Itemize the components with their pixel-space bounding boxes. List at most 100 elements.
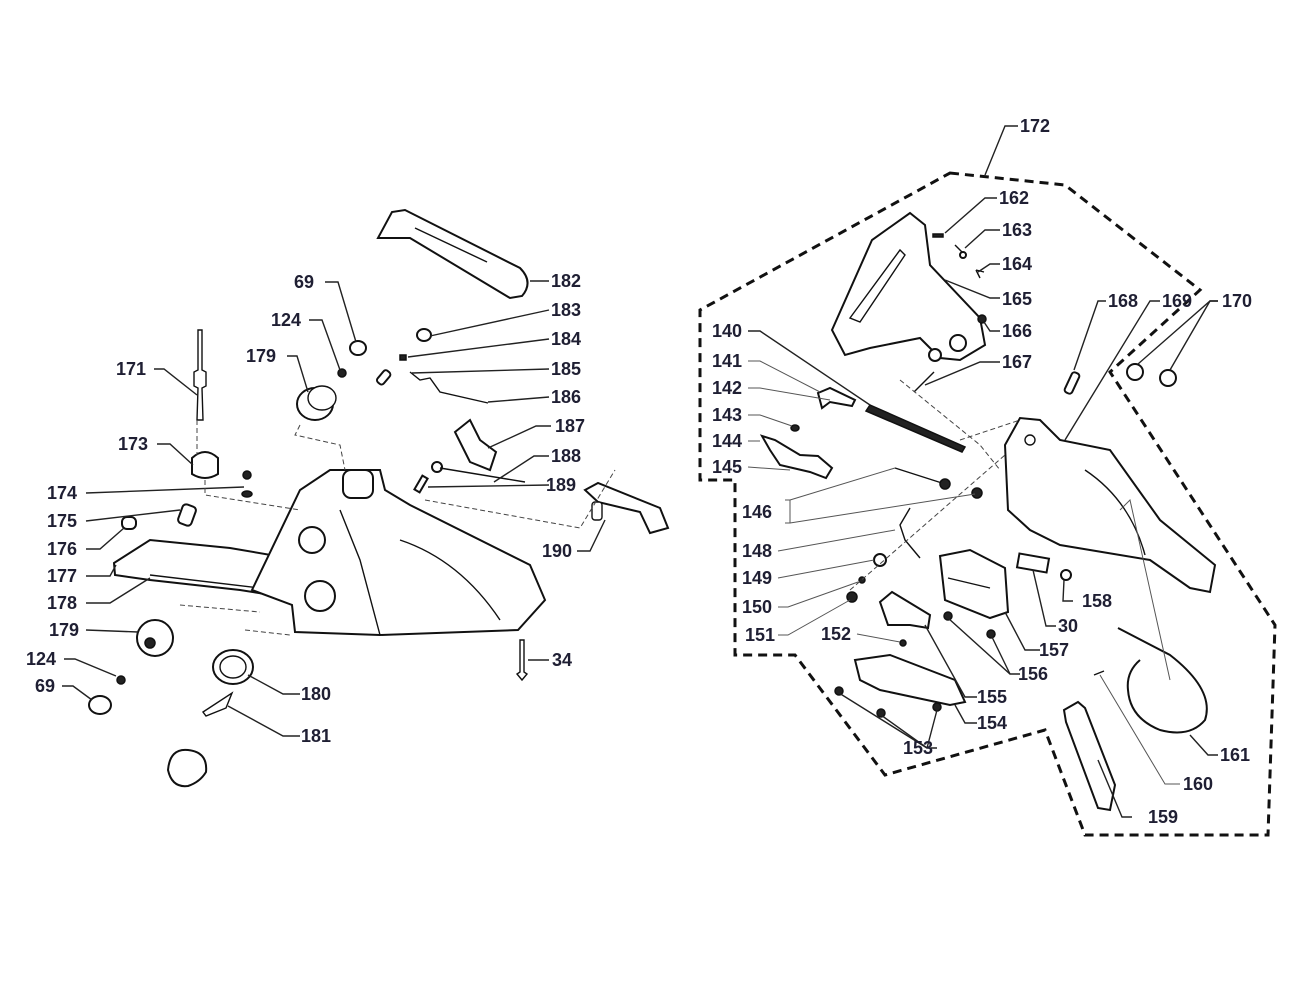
leader-lines [62, 125, 1218, 818]
label-124-lower: 124 [26, 649, 56, 669]
label-183: 183 [551, 300, 581, 320]
part-69-upper [349, 340, 367, 356]
label-156: 156 [1018, 664, 1048, 684]
part-189 [413, 474, 429, 494]
part-170a-nut [1126, 363, 1144, 381]
label-144: 144 [712, 431, 742, 451]
part-174 [242, 470, 252, 480]
part-170b-nut [1159, 369, 1177, 387]
housing-port-lower [304, 580, 336, 612]
part-190-grip [591, 501, 603, 521]
housing-port-upper [298, 526, 326, 554]
part-186-spring-wire [409, 371, 489, 404]
label-165: 165 [1002, 289, 1032, 309]
part-153-screw-c [932, 702, 942, 712]
right-assembly [698, 171, 1277, 837]
part-153-screw-b [876, 708, 886, 718]
part-161-spring [1117, 627, 1208, 734]
label-145: 145 [712, 457, 742, 477]
part-fuel-cap [166, 748, 208, 788]
label-176: 176 [47, 539, 77, 559]
part-171-rod [193, 329, 207, 421]
part-124-lower [116, 675, 126, 685]
part-174b [241, 490, 253, 498]
label-159: 159 [1148, 807, 1178, 827]
label-34: 34 [552, 650, 572, 670]
label-141: 141 [712, 351, 742, 371]
label-170: 170 [1222, 291, 1252, 311]
part-180-inner [219, 655, 247, 679]
part-151 [846, 591, 858, 603]
part-179-lower-hole [144, 637, 156, 649]
part-179-lower [136, 619, 174, 657]
label-150: 150 [742, 597, 772, 617]
part-167 [913, 371, 935, 393]
part-175 [177, 503, 197, 527]
label-179-upper: 179 [246, 346, 276, 366]
label-158: 158 [1082, 591, 1112, 611]
part-152 [899, 639, 907, 647]
housing-inner-1 [339, 509, 381, 636]
label-157: 157 [1039, 640, 1069, 660]
housing-fuel-filler [342, 469, 374, 499]
part-146-washer-a [939, 478, 951, 490]
part-182-slot [414, 227, 488, 263]
part-144-145-lever [759, 434, 834, 480]
label-155: 155 [977, 687, 1007, 707]
part-34-bolt [515, 639, 529, 682]
label-161: 161 [1220, 745, 1250, 765]
housing-inner-2 [399, 539, 501, 621]
part-brake-housing-inner [1084, 469, 1146, 556]
part-155-plate [878, 590, 932, 630]
part-162 [932, 233, 944, 238]
label-174: 174 [47, 483, 77, 503]
part-178-rail [149, 574, 261, 589]
label-142: 142 [712, 378, 742, 398]
label-154: 154 [977, 713, 1007, 733]
part-182-handle-cover [376, 208, 529, 300]
part-158 [1060, 569, 1072, 581]
label-186: 186 [551, 387, 581, 407]
label-171: 171 [116, 359, 146, 379]
label-153: 153 [903, 738, 933, 758]
brake-housing-hole [1024, 434, 1036, 446]
label-69-upper: 69 [294, 272, 314, 292]
part-184 [399, 354, 407, 361]
group-172-boundary [698, 171, 1277, 837]
label-30: 30 [1058, 616, 1078, 636]
label-151: 151 [745, 625, 775, 645]
part-main-housing [250, 469, 547, 637]
part-181 [201, 691, 234, 717]
part-163-head [959, 251, 967, 259]
part-185 [376, 369, 392, 386]
label-146: 146 [742, 502, 772, 522]
part-140-rod [864, 404, 967, 453]
label-187: 187 [555, 416, 585, 436]
part-141-142-block [816, 386, 857, 410]
label-177: 177 [47, 566, 77, 586]
label-188: 188 [551, 446, 581, 466]
label-190: 190 [542, 541, 572, 561]
part-146-pin [894, 467, 946, 485]
part-154-guide [853, 653, 967, 707]
left-assembly [88, 208, 670, 788]
label-124-upper: 124 [271, 310, 301, 330]
label-149: 149 [742, 568, 772, 588]
label-69-lower: 69 [35, 676, 55, 696]
label-184: 184 [551, 329, 581, 349]
label-162: 162 [999, 188, 1029, 208]
label-189: 189 [546, 475, 576, 495]
label-148: 148 [742, 541, 772, 561]
part-157-slot [947, 577, 991, 589]
part-190-handle [583, 481, 670, 535]
part-146-washer-b [971, 487, 983, 499]
part-153-screw-a [834, 686, 844, 696]
label-179-lower: 179 [49, 620, 79, 640]
part-159 [1062, 700, 1117, 812]
part-168-bolt [1063, 371, 1081, 395]
part-156-screw-a [943, 611, 953, 621]
part-69-lower [88, 695, 112, 715]
label-163: 163 [1002, 220, 1032, 240]
right-labels: 172 162 163 164 165 166 167 168 169 170 … [712, 116, 1252, 827]
part-188-pin [439, 467, 526, 483]
